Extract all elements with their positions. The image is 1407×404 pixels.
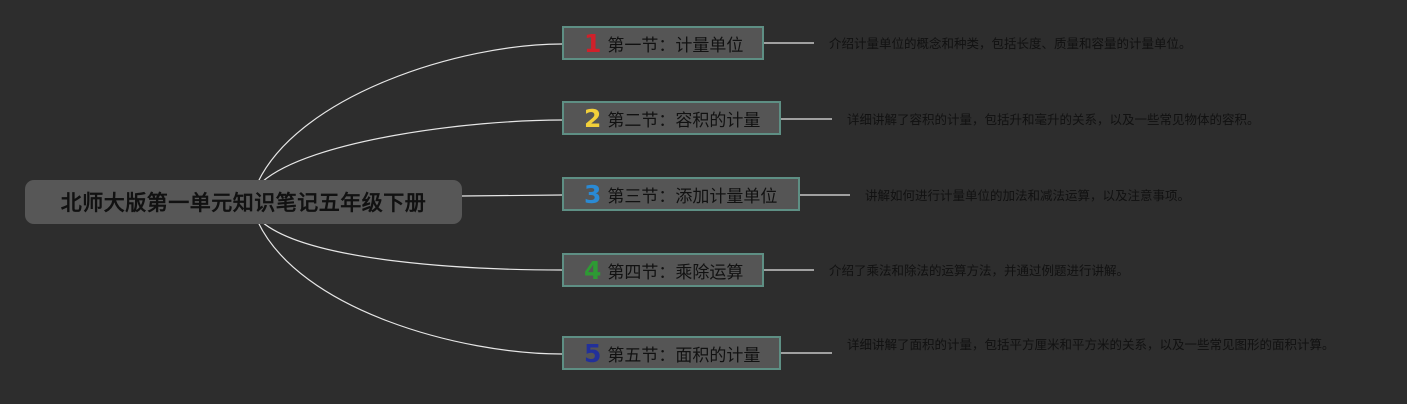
branch-4-description: 介绍了乘法和除法的运算方法，并通过例题进行讲解。 <box>829 263 1130 278</box>
root-topic-label: 北师大版第一单元知识笔记五年级下册 <box>60 191 427 215</box>
branch-topic-5-label: 第五节：面积的计量 <box>607 345 761 366</box>
branch-2-description: 详细讲解了容积的计量，包括升和毫升的关系，以及一些常见物体的容积。 <box>847 112 1260 127</box>
connector-branch-5 <box>257 221 563 355</box>
branch-topic-4[interactable]: 4 第四节：乘除运算 <box>562 253 764 287</box>
connector-branch-3 <box>461 194 563 197</box>
connector-branch-1 <box>257 43 563 183</box>
number-2-icon: 2 <box>584 103 602 133</box>
number-1-icon: 1 <box>584 28 602 58</box>
number-4-icon: 4 <box>584 255 602 285</box>
branch-topic-1[interactable]: 1 第一节：计量单位 <box>562 26 764 60</box>
number-3-icon: 3 <box>584 179 602 209</box>
branch-topic-5[interactable]: 5 第五节：面积的计量 <box>562 336 781 370</box>
branch-3-description: 讲解如何进行计量单位的加法和减法运算，以及注意事项。 <box>865 188 1191 203</box>
connector-branch-4 <box>261 221 563 271</box>
branch-topic-3-label: 第三节：添加计量单位 <box>607 186 778 207</box>
branch-topic-1-label: 第一节：计量单位 <box>607 35 744 56</box>
root-topic[interactable]: 北师大版第一单元知识笔记五年级下册 <box>25 180 462 224</box>
branch-topic-3[interactable]: 3 第三节：添加计量单位 <box>562 177 800 211</box>
branch-1-description: 介绍计量单位的概念和种类，包括长度、质量和容量的计量单位。 <box>829 36 1192 51</box>
branch-5-description: 详细讲解了面积的计量，包括平方厘米和平方米的关系，以及一些常见图形的面积计算。 <box>847 337 1335 352</box>
branch-topic-2-label: 第二节：容积的计量 <box>607 110 761 131</box>
branch-topic-2[interactable]: 2 第二节：容积的计量 <box>562 101 781 135</box>
number-5-icon: 5 <box>584 338 602 368</box>
branch-topic-4-label: 第四节：乘除运算 <box>607 262 744 283</box>
connector-branch-2 <box>261 119 563 183</box>
